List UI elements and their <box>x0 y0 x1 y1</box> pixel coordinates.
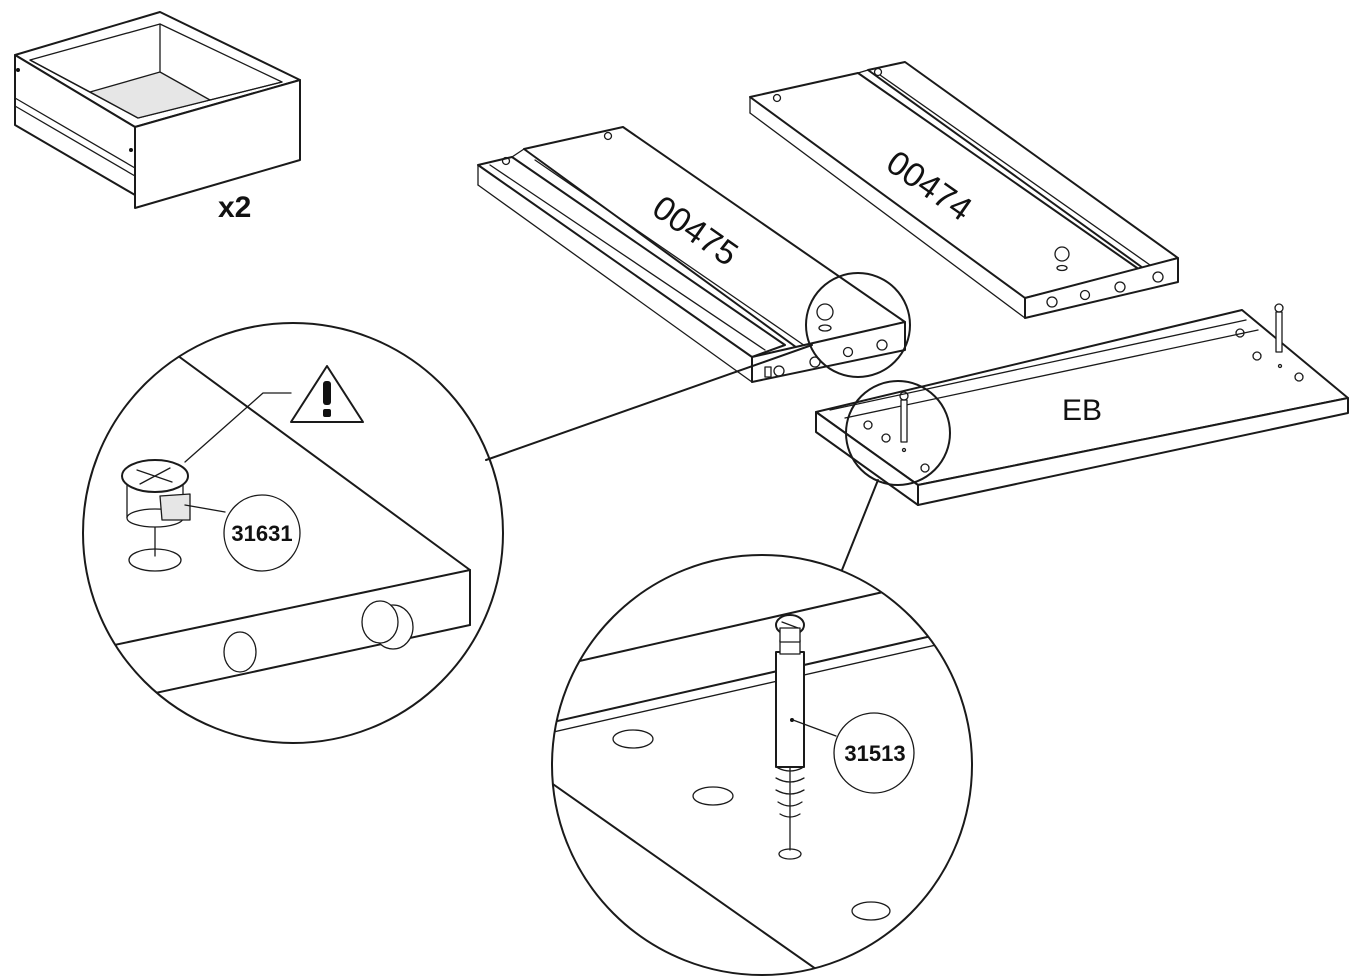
drawer-quantity-label: x2 <box>218 191 251 224</box>
part-callout-31513 <box>833 712 915 794</box>
zoom-circle-left <box>82 322 504 744</box>
connector-line-cam <box>485 344 813 461</box>
part-code-31513: 31513 <box>844 741 905 766</box>
zoom-detail-dowel <box>552 569 972 975</box>
leader-31631 <box>184 504 226 513</box>
panel-00474 <box>749 61 1179 319</box>
zoom-circle-dowel <box>845 380 951 486</box>
connector-line-dowel <box>841 479 879 571</box>
zoom-circle-right <box>551 554 973 976</box>
zoom-detail-cam-lock <box>99 349 471 706</box>
zoom-circle-cam <box>805 272 911 378</box>
panel-code-eb: EB <box>1062 394 1102 427</box>
part-code-31631: 31631 <box>231 521 292 546</box>
warning-triangle-icon <box>290 365 364 423</box>
part-callout-31631 <box>223 494 301 572</box>
panel-00475 <box>477 126 906 383</box>
warning-leader-line <box>184 392 292 463</box>
leader-31513 <box>792 719 837 737</box>
drawer-illustration <box>14 11 301 209</box>
